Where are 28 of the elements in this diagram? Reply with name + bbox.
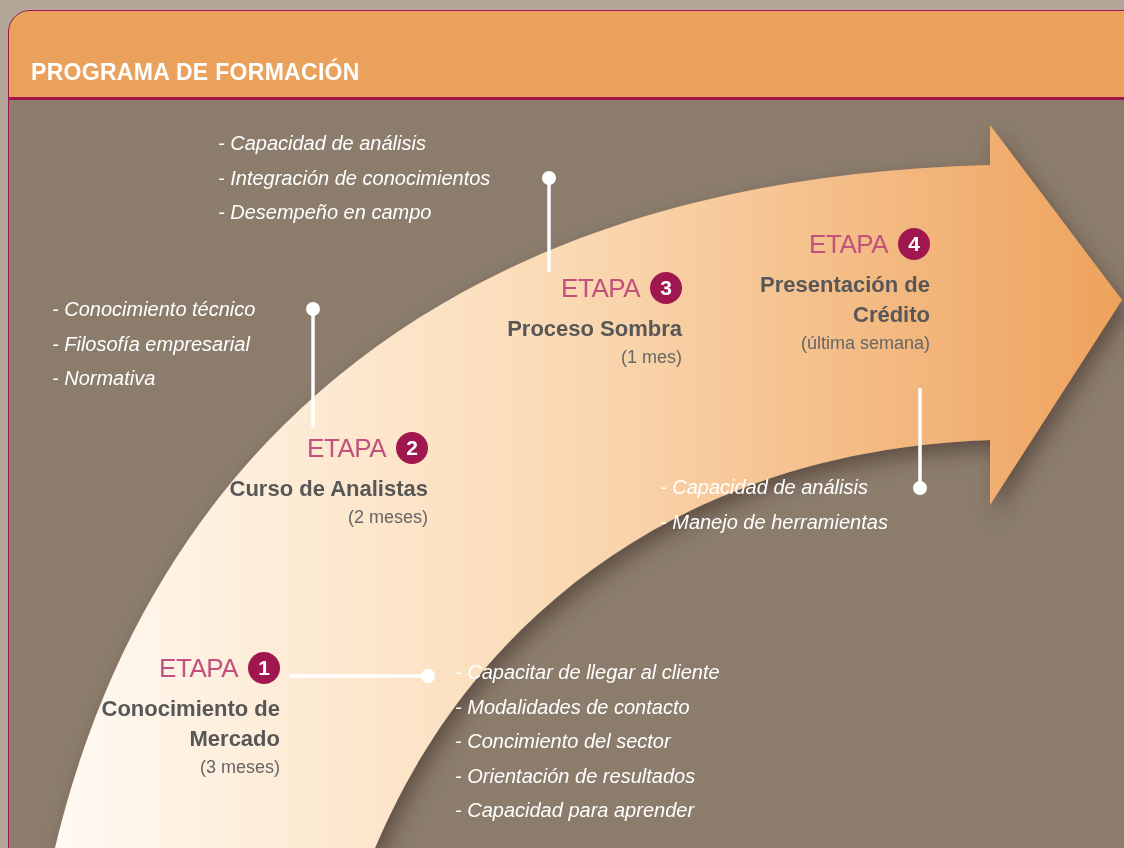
stage-title: Presentación de Crédito [759, 271, 930, 329]
bullet-item: - Capacidad para aprender [455, 798, 695, 823]
leader-line [306, 302, 320, 428]
stage-label: ETAPA [809, 228, 888, 260]
bullet-item: - Capacidad de análisis [218, 131, 426, 156]
bullet-item: - Integración de conocimientos [218, 165, 491, 191]
stage-label: ETAPA [159, 652, 238, 684]
leader-line [542, 171, 556, 272]
stage-label: ETAPA [307, 432, 386, 464]
bullet-item: - Filosofía empresarial [52, 331, 250, 357]
title: PROGRAMA DE FORMACIÓN [31, 59, 360, 86]
stage-title: Conocimiento de Mercado [100, 695, 280, 753]
bullet-item: - Conocimiento técnico [52, 297, 256, 322]
bullet-item: - Desempeño en campo [218, 200, 432, 225]
bullet-item: - Concimiento del sector [455, 729, 671, 754]
leader-line [913, 388, 927, 495]
stage-duration: (2 meses) [348, 506, 428, 529]
stage-duration: (3 meses) [200, 756, 280, 779]
stage-duration: (última semana) [800, 332, 930, 355]
bullet-item: - Manejo de herramientas [660, 509, 888, 535]
bullet-item: - Modalidades de contacto [455, 694, 690, 720]
stage-title: Proceso Sombra [507, 315, 682, 343]
stage-title: Curso de Analistas [229, 475, 428, 503]
leader-line [290, 669, 435, 683]
bullet-item: - Normativa [52, 366, 156, 391]
bullet-item: - Orientación de resultados [455, 763, 696, 789]
stage-duration: (1 mes) [621, 346, 682, 369]
stage-label: ETAPA [561, 272, 640, 304]
